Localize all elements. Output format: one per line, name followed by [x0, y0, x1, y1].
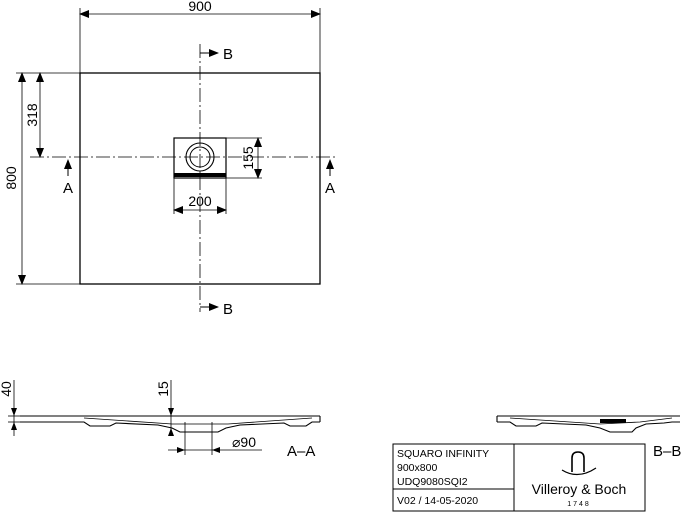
brand-name: Villeroy & Boch [532, 481, 627, 497]
section-a-left-label: A [63, 180, 73, 197]
bb-slope-line [509, 417, 673, 425]
product-code: UDQ9080SQI2 [397, 476, 468, 488]
offset-value: 318 [24, 103, 40, 127]
title-block: SQUARO INFINITY 900x800 UDQ9080SQI2 V02 … [392, 443, 646, 512]
product-name: SQUARO INFINITY [397, 448, 489, 460]
section-b-b-label: B–B [653, 443, 681, 460]
brand-logo: Villeroy & Boch 1748 [532, 451, 627, 508]
tray-depth-value: 40 [0, 381, 14, 397]
section-b-bottom-label: B [223, 301, 233, 318]
tray-depth-arrows [11, 408, 17, 430]
drain-height-value: 155 [240, 146, 256, 170]
drain-depth-arrows [168, 408, 174, 436]
section-a-a-label: A–A [287, 443, 315, 460]
drain-inner-circle [189, 146, 211, 168]
product-size: 900x800 [397, 462, 437, 474]
title-block-frame [392, 443, 646, 512]
section-a-right-label: A [325, 180, 335, 197]
plan-view: 900 800 318 155 200 B B A [3, 0, 336, 318]
drain-outer-circle [185, 142, 215, 172]
section-a-a-view: ⌀90 40 15 A–A [0, 380, 321, 460]
drain-diameter-value: ⌀90 [232, 434, 256, 450]
drain-grate-bar [174, 173, 226, 177]
drain-width-value: 200 [188, 193, 212, 209]
section-b-b-view: B–B [496, 415, 681, 460]
height-value: 800 [3, 166, 19, 190]
drain-depth-value: 15 [155, 381, 171, 397]
bb-drain-grate [600, 419, 626, 423]
aa-slope-line [83, 417, 313, 425]
brand-since: 1748 [567, 501, 591, 508]
aa-tray-bottom [20, 421, 320, 433]
brand-logo-swirl [561, 467, 597, 476]
brand-logo-icon [571, 451, 585, 472]
bb-tray-bottom [497, 421, 680, 433]
revision-date: V02 / 14-05-2020 [397, 495, 478, 507]
width-value: 900 [188, 0, 212, 14]
section-b-top-label: B [223, 46, 233, 63]
drain-box [173, 137, 227, 179]
